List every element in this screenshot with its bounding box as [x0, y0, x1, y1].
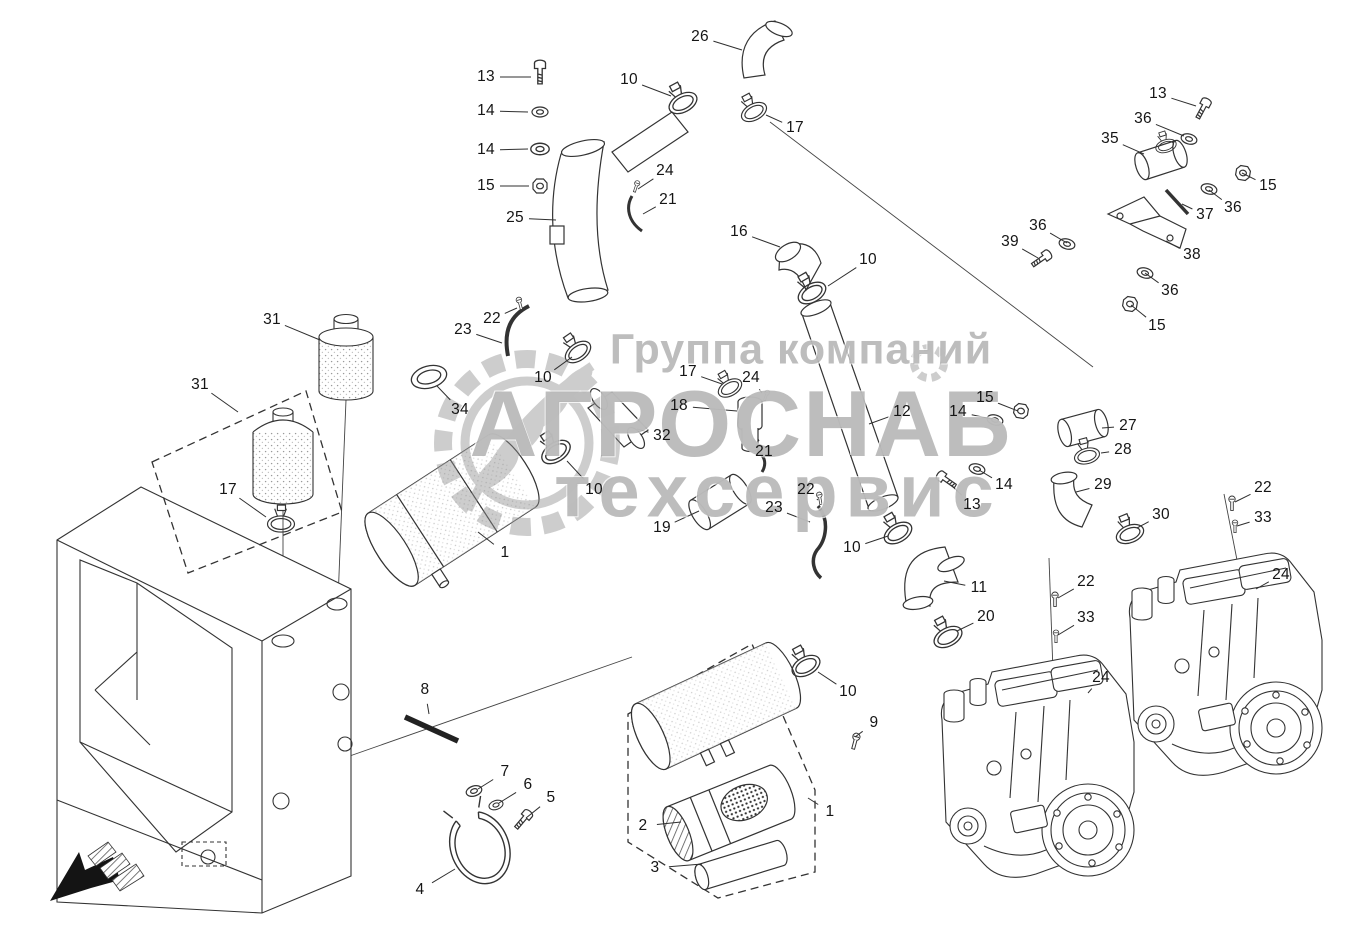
breather-tube-23-left [504, 296, 530, 357]
filter-kit-canister-1 [630, 641, 802, 771]
clamp-20 [924, 610, 967, 653]
clamp-10-top [659, 76, 702, 119]
watermark-logo [434, 344, 948, 536]
engine-rear [1128, 552, 1323, 776]
elbow-26 [741, 20, 793, 79]
breather-tube-23-right [811, 491, 828, 580]
bracket-assembly-top-right [1029, 95, 1252, 313]
connector-tube-top [611, 111, 689, 173]
dashed-box-filter-kit [627, 643, 816, 899]
intake-pipe-25 [549, 138, 609, 303]
clamp-17-center [709, 365, 746, 402]
clamp-17-left [266, 504, 296, 533]
elbow-11 [902, 546, 965, 611]
radiator-frame [56, 486, 353, 914]
dashed-box-filter-31 [151, 390, 343, 574]
clamp-30 [1108, 509, 1148, 548]
pin-24-center [761, 389, 771, 402]
elbow-29 [1050, 471, 1093, 528]
washer-14-right [985, 412, 1005, 428]
sleeve-27 [1057, 408, 1109, 448]
bolt-13-right [934, 469, 959, 491]
engine-front [940, 654, 1135, 878]
fitting-stack-18 [737, 396, 767, 473]
clamp-17-top [732, 88, 771, 127]
filter-tube-3 [694, 839, 788, 891]
fastener-column-top-left [530, 59, 550, 194]
seal-strip-8 [403, 714, 460, 744]
nut-15-right [1012, 402, 1030, 420]
gasket-ring-34 [410, 364, 448, 390]
pipe-12 [800, 299, 899, 512]
washer-14-right-2 [967, 461, 987, 477]
band-clamp-4 [443, 795, 511, 885]
air-filter-canister-1 [364, 433, 540, 589]
direction-arrow [50, 841, 145, 901]
screw-9 [849, 731, 862, 751]
air-filter-canister-31-top [318, 313, 374, 401]
sleeve-19 [688, 473, 752, 531]
pin-24-rod-21-top [627, 179, 643, 233]
air-filter-canister-31-boxed [252, 407, 314, 505]
clamp-10-right [873, 506, 917, 549]
